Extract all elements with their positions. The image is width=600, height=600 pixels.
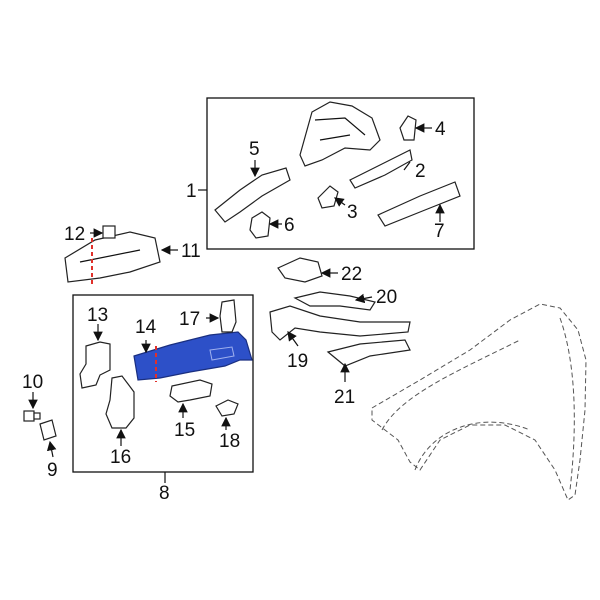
fender-reference (371, 303, 587, 501)
arrow-3 (334, 197, 346, 207)
callout-16: 16 (110, 447, 131, 468)
part-14-highlighted[interactable] (133, 331, 253, 381)
callout-20: 20 (376, 287, 397, 308)
callout-9: 9 (47, 460, 58, 481)
arrow-19 (287, 331, 299, 347)
part-11[interactable] (64, 231, 161, 283)
part-17[interactable] (219, 299, 237, 333)
part-16[interactable] (105, 375, 135, 429)
part-6[interactable] (249, 211, 271, 239)
callout-22: 22 (341, 264, 362, 285)
callout-6: 6 (284, 215, 295, 236)
callout-14: 14 (135, 317, 157, 338)
callout-7: 7 (434, 221, 445, 242)
group-box-8 (72, 294, 254, 473)
callout-3: 3 (347, 202, 358, 223)
callout-13: 13 (87, 305, 108, 326)
callout-1: 1 (186, 181, 197, 202)
part-9-nut[interactable] (39, 419, 57, 441)
callout-19: 19 (287, 351, 308, 372)
part-18[interactable] (215, 399, 239, 417)
part-13[interactable] (79, 341, 111, 389)
arrow-9 (46, 440, 57, 458)
arrow-2 (403, 161, 411, 171)
callout-10: 10 (22, 372, 43, 393)
part-5[interactable] (214, 167, 291, 223)
part-15[interactable] (169, 379, 213, 403)
callout-21: 21 (334, 387, 355, 408)
group-box-1 (206, 97, 475, 250)
arrow-20 (354, 293, 373, 304)
callout-17: 17 (179, 309, 200, 330)
part-21[interactable] (326, 339, 411, 367)
part-12[interactable] (102, 225, 116, 239)
part-apron-upper[interactable] (299, 101, 381, 167)
callout-2: 2 (415, 161, 426, 182)
part-20[interactable] (293, 291, 376, 311)
callout-15: 15 (174, 420, 195, 441)
callout-12: 12 (64, 224, 85, 245)
callout-18: 18 (219, 431, 240, 452)
callout-11: 11 (181, 241, 201, 262)
callout-8: 8 (159, 483, 170, 504)
part-7[interactable] (377, 181, 461, 227)
part-3[interactable] (317, 185, 339, 209)
callout-5: 5 (249, 139, 260, 160)
callout-4: 4 (435, 119, 446, 140)
part-4[interactable] (399, 115, 417, 141)
part-19[interactable] (269, 305, 411, 341)
part-2[interactable] (349, 149, 413, 189)
part-10-bolt[interactable] (23, 410, 41, 422)
part-22[interactable] (277, 257, 323, 283)
